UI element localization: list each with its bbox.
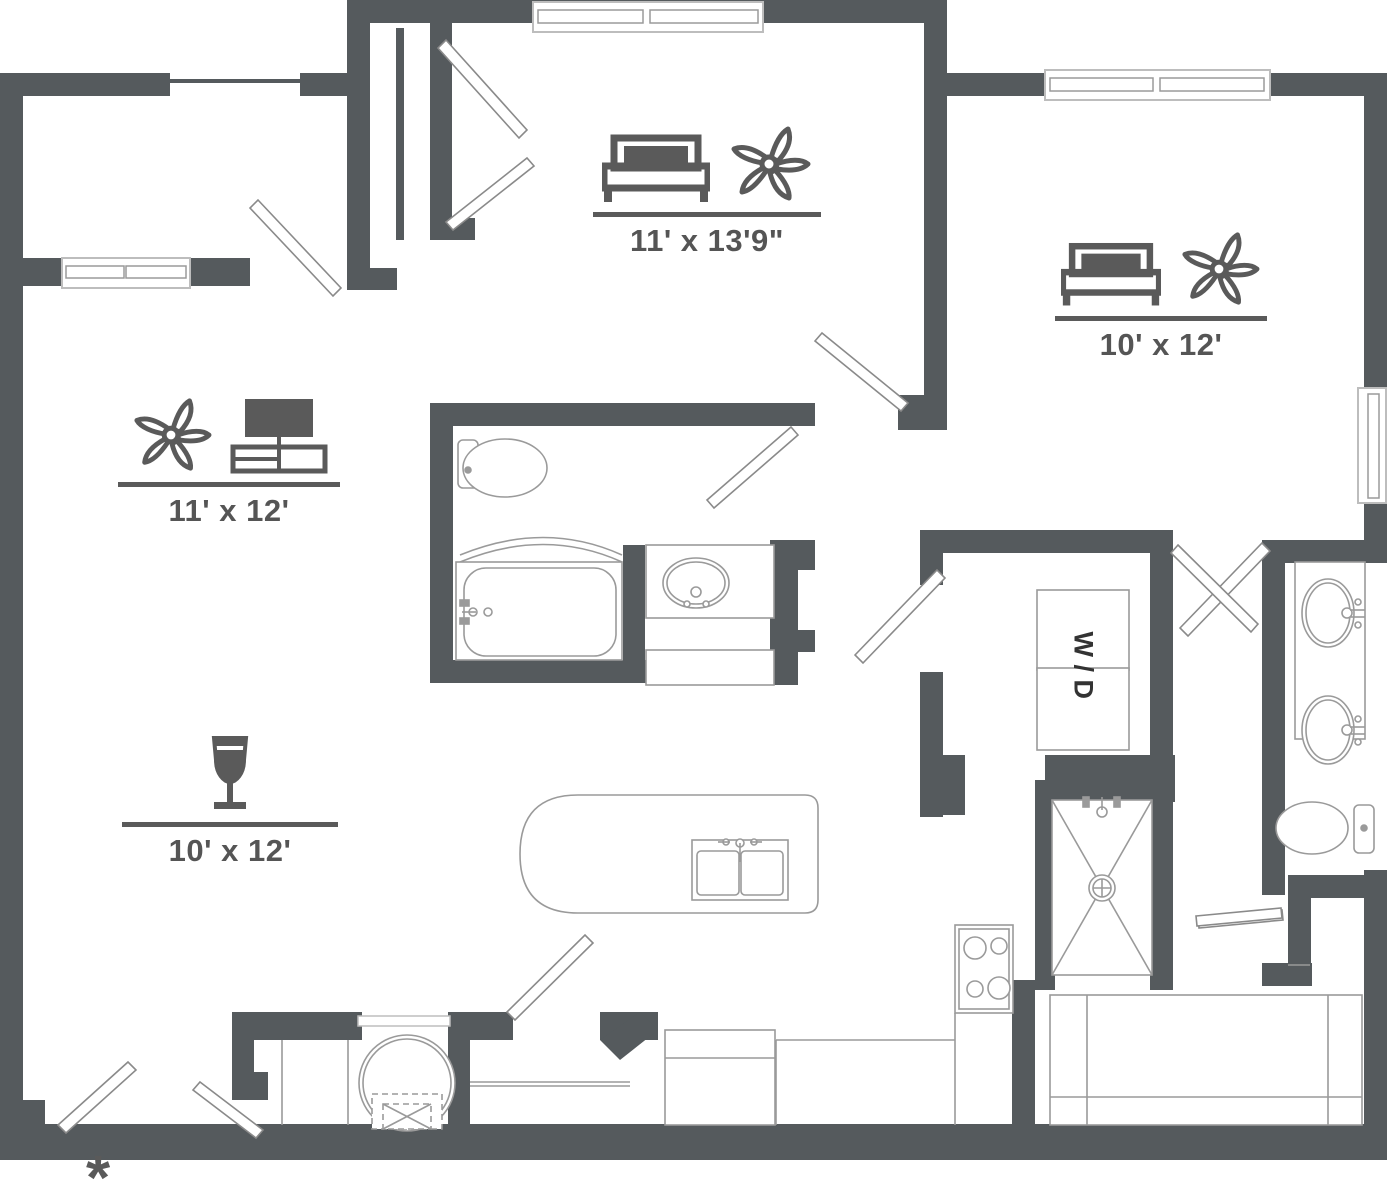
shower-icon <box>1051 796 1153 976</box>
ceiling-fan-icon <box>1182 232 1260 305</box>
windows-group <box>61 1 1387 1027</box>
walls-group <box>0 0 1387 1160</box>
window-bedroom-2 <box>1044 69 1271 101</box>
window-living-room <box>61 257 191 289</box>
wine-glass-icon <box>211 736 249 809</box>
bed-icon <box>602 134 710 202</box>
doors-group <box>56 38 1284 1140</box>
range-cooktop-icon <box>954 924 1014 1014</box>
room-icons-living-room <box>118 388 340 474</box>
fixtures-group <box>281 438 1375 1132</box>
window-bedroom-1 <box>532 1 764 33</box>
room-label-living-room: 11' x 12' <box>118 388 340 529</box>
room-dimensions-living-room: 11' x 12' <box>168 493 290 528</box>
kitchen-island-sink-icon <box>519 794 819 914</box>
door-laundry <box>1169 543 1260 634</box>
door-living-room <box>248 198 343 298</box>
bed-icon <box>1061 242 1161 306</box>
room-dimensions-bedroom-1: 11' x 13'9" <box>630 223 784 258</box>
room-label-bedroom-2: 10' x 12' <box>1055 222 1267 363</box>
door-master-suite <box>1178 541 1272 638</box>
room-label-rule <box>593 212 821 217</box>
room-icons-bedroom-2 <box>1055 222 1267 308</box>
toilet-icon-center-bath <box>457 438 548 498</box>
room-label-bedroom-1: 11' x 13'9" <box>593 118 821 259</box>
door-master-bath-leaf <box>1195 907 1283 927</box>
room-label-rule <box>122 822 338 827</box>
toilet-icon-master-bath <box>1275 801 1375 855</box>
television-icon <box>230 399 328 474</box>
closet-shelving-left <box>281 1040 349 1125</box>
door-entry-closet-lower <box>444 156 536 232</box>
refrigerator-icon <box>664 1029 776 1126</box>
room-label-rule <box>118 482 340 487</box>
door-bedroom-1 <box>813 331 910 413</box>
room-label-rule <box>1055 316 1267 321</box>
room-dimensions-dining-room: 10' x 12' <box>168 833 292 868</box>
ceiling-fan-icon <box>134 398 212 471</box>
room-icons-dining-room <box>122 728 338 814</box>
footnote-asterisk: * <box>86 1144 111 1200</box>
window-right-side <box>1357 387 1387 504</box>
room-dimensions-bedroom-2: 10' x 12' <box>1099 327 1223 362</box>
room-label-dining-room: 10' x 12' <box>122 728 338 869</box>
vanity-sink-icon-center-bath <box>645 544 775 686</box>
pantry-shelving <box>470 1081 630 1087</box>
ceiling-fan-icon <box>731 126 811 201</box>
bathtub-icon-center-bath <box>455 536 623 661</box>
master-closet-shelving <box>1049 994 1363 1126</box>
room-icons-bedroom-1 <box>593 118 821 204</box>
washer-dryer-label: W / D <box>1068 631 1099 700</box>
washer-dryer-icon <box>1036 589 1130 751</box>
door-entry-closet-upper <box>436 38 529 140</box>
door-front-entry <box>56 1060 138 1135</box>
door-hall-left <box>853 568 947 665</box>
door-bottom-closet <box>191 1080 265 1140</box>
kitchen-counter-run <box>775 1013 956 1125</box>
closet-sliding-door-bottom <box>357 1015 451 1027</box>
door-bathroom <box>705 425 800 510</box>
water-heater-icon <box>358 1034 456 1132</box>
door-pantry <box>505 933 595 1022</box>
double-vanity-icon <box>1294 561 1366 765</box>
